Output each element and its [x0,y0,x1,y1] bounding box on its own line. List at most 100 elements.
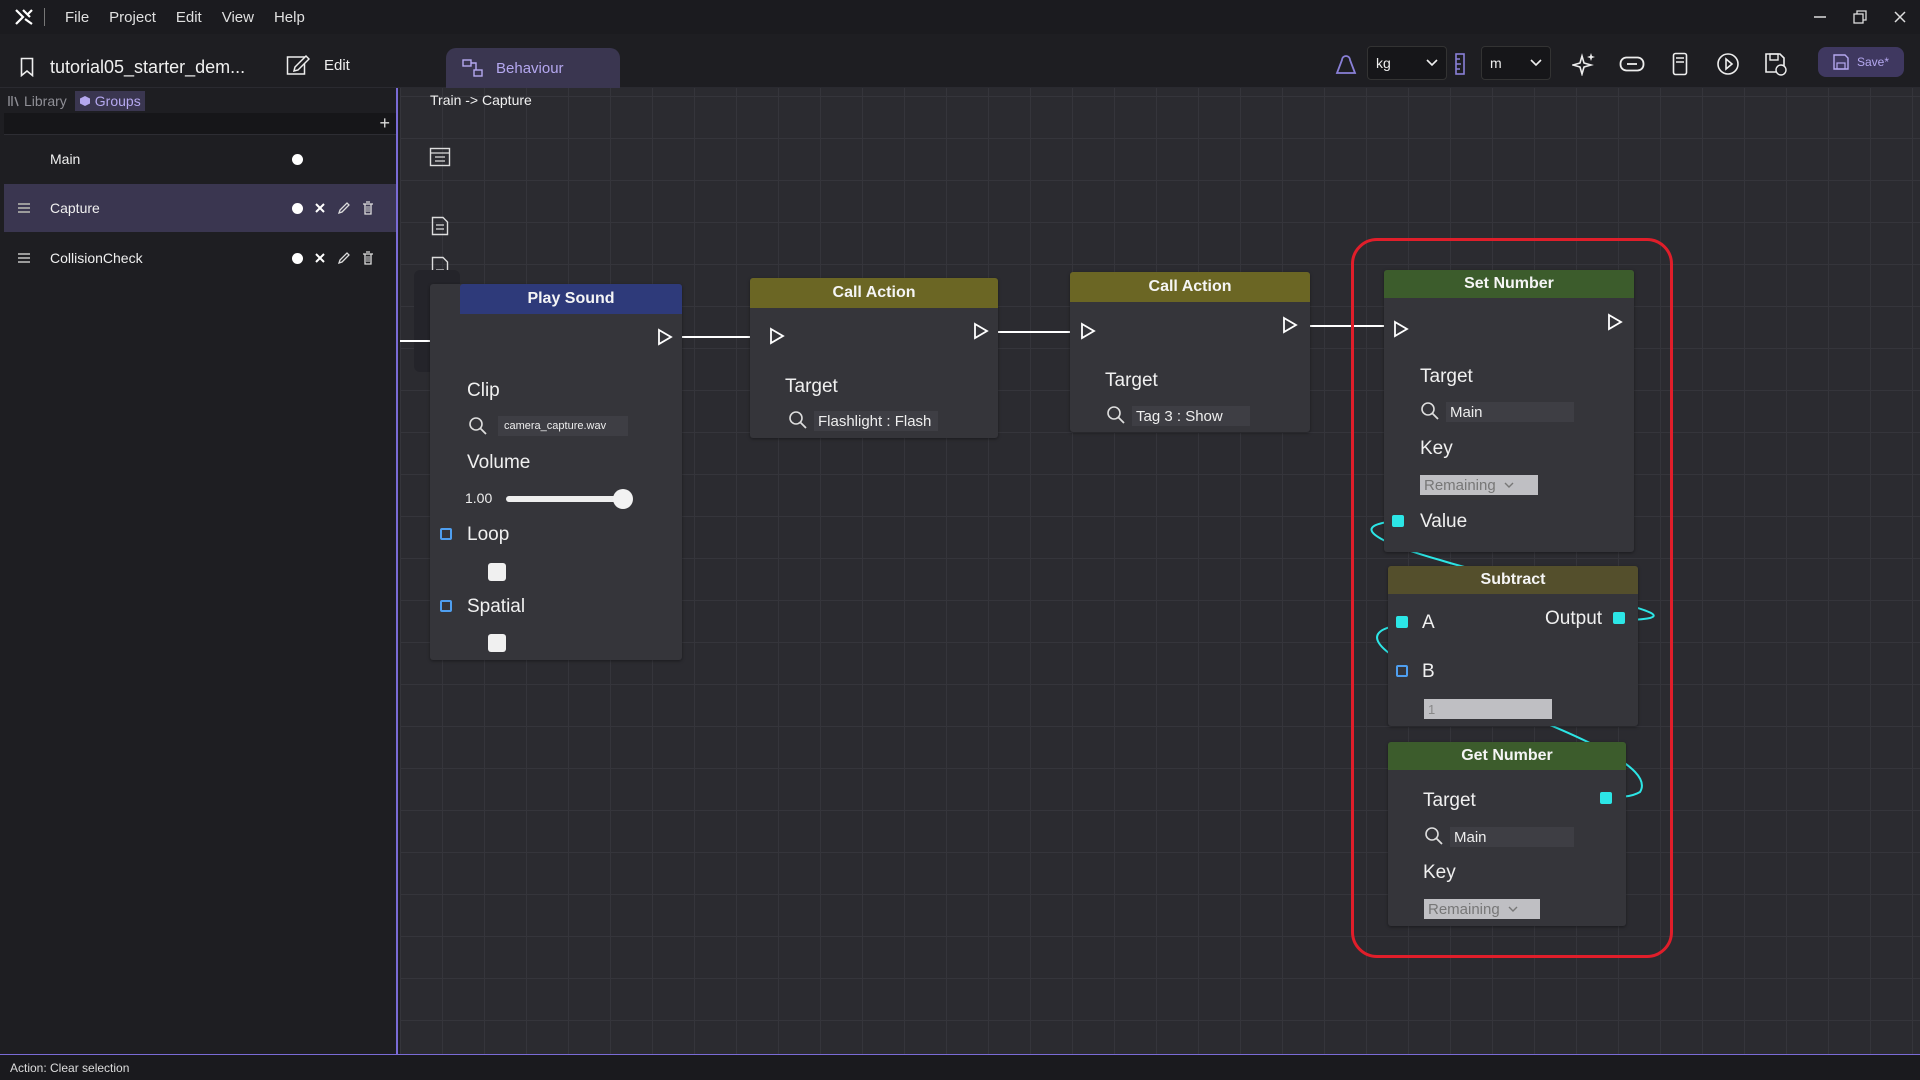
length-ruler-icon [1446,50,1474,78]
exec-input-pin-icon[interactable] [1079,322,1097,340]
target-field[interactable]: Main [1450,827,1574,847]
clip-value: camera_capture.wav [504,420,607,432]
b-value-field[interactable]: 1 [1424,699,1552,719]
minimize-button[interactable] [1800,0,1840,34]
target-value: Main [1454,828,1487,846]
add-group-button[interactable]: + [379,113,390,133]
spatial-checkbox[interactable] [488,634,506,652]
node-title: Set Number [1384,270,1634,298]
key-dropdown[interactable]: Remaining [1424,899,1540,919]
library-icon [8,96,19,107]
exec-output-pin-icon[interactable] [972,322,990,340]
exec-input-pin-icon[interactable] [1392,320,1410,338]
group-label: Main [50,151,81,167]
node-set-number[interactable]: Set Number Target Main Key Remaining Val… [1384,270,1634,552]
target-field[interactable]: Main [1446,402,1574,422]
mass-unit-select[interactable]: kg [1367,46,1447,80]
menu-edit[interactable]: Edit [175,8,202,26]
restore-icon [1853,10,1867,24]
target-field[interactable]: Flashlight : Flash [814,411,938,431]
trash-icon[interactable] [362,251,374,265]
minimize-icon [1814,16,1826,18]
chevron-down-icon [1504,482,1514,488]
chevron-down-icon [1530,59,1542,67]
target-field[interactable]: Tag 3 : Show [1132,406,1250,426]
restore-button[interactable] [1840,0,1880,34]
edit-label: Edit [324,56,350,74]
tab-behaviour[interactable]: Behaviour [446,48,620,88]
menu-project[interactable]: Project [109,8,156,26]
loop-checkbox[interactable] [488,563,506,581]
volume-slider-handle[interactable] [613,489,633,509]
edit-button[interactable]: Edit [286,54,350,76]
b-input-pin[interactable] [1396,665,1408,677]
node-get-number[interactable]: Get Number Target Main Key Remaining [1388,742,1626,926]
mobile-icon [1672,52,1688,76]
output-pin[interactable] [1613,612,1625,624]
project-title: tutorial05_starter_dem... [50,57,246,77]
publish-button[interactable] [1762,50,1790,78]
drag-handle-icon[interactable] [18,251,30,265]
drag-handle-icon[interactable] [18,201,30,215]
a-input-pin[interactable] [1396,616,1408,628]
search-icon [1107,406,1125,424]
menu-view[interactable]: View [221,8,254,26]
vr-headset-button[interactable] [1618,50,1646,78]
mobile-preview-button[interactable] [1666,50,1694,78]
pencil-icon[interactable] [337,201,351,215]
save-button[interactable]: Save* [1818,47,1904,77]
mass-unit-value: kg [1376,55,1391,71]
clip-field[interactable]: camera_capture.wav [498,416,628,436]
tab-library-label: Library [24,93,67,109]
length-unit-select[interactable]: m [1481,46,1551,80]
groups-header: + [4,113,396,135]
key-dropdown[interactable]: Remaining [1420,475,1538,495]
copy-button[interactable] [428,214,452,238]
exec-output-pin-icon[interactable] [1606,313,1624,331]
node-title: Call Action [750,278,998,308]
number-output-pin[interactable] [1600,792,1612,804]
node-play-sound[interactable]: Play Sound Clip camera_capture.wav Volum… [430,284,682,660]
menu-help[interactable]: Help [273,8,305,26]
key-value: Remaining [1424,476,1496,494]
publish-icon [1765,53,1787,76]
group-status-dot [292,153,303,165]
node-call-action-flash[interactable]: Call Action Target Flashlight : Flash [750,278,998,438]
toolbar: tutorial05_starter_dem... Edit Behaviour… [0,34,1920,88]
key-value: Remaining [1428,900,1500,918]
add-node-button[interactable] [428,145,452,169]
close-icon[interactable] [314,202,326,214]
value-input-pin[interactable] [1392,515,1404,527]
tab-groups-label: Groups [94,93,141,109]
group-row-capture[interactable]: Capture [4,184,396,232]
app-logo-icon [15,9,33,25]
exec-output-pin-icon[interactable] [1281,316,1299,334]
b-value: 1 [1428,701,1436,717]
behaviour-graph-icon [462,59,483,77]
menu-bar: File Project Edit View Help [0,0,1920,34]
exec-input-pin-icon[interactable] [768,327,786,345]
volume-slider-track[interactable] [506,496,624,502]
close-window-button[interactable] [1880,0,1920,34]
group-row-main[interactable]: Main [4,135,396,183]
status-text: Action: Clear selection [10,1060,130,1075]
trash-icon[interactable] [362,201,374,215]
exec-output-pin-icon[interactable] [656,328,674,346]
node-call-action-show[interactable]: Call Action Target Tag 3 : Show [1070,272,1310,432]
close-icon[interactable] [314,252,326,264]
spatial-input-pin[interactable] [440,600,452,612]
pencil-icon[interactable] [337,251,351,265]
sparkle-ai-button[interactable] [1570,50,1598,78]
node-title: Call Action [1070,272,1310,302]
tab-groups[interactable]: Groups [74,91,145,111]
b-label: B [1422,661,1435,682]
loop-input-pin[interactable] [440,528,452,540]
play-button[interactable] [1714,50,1742,78]
group-row-collisioncheck[interactable]: CollisionCheck [4,234,396,282]
node-subtract[interactable]: Subtract A Output B 1 [1388,566,1638,726]
tab-library[interactable]: Library [4,91,71,111]
menu-file[interactable]: File [65,8,90,26]
menu-separator [44,8,45,26]
copy-icon [431,216,449,236]
close-icon [1894,11,1906,23]
